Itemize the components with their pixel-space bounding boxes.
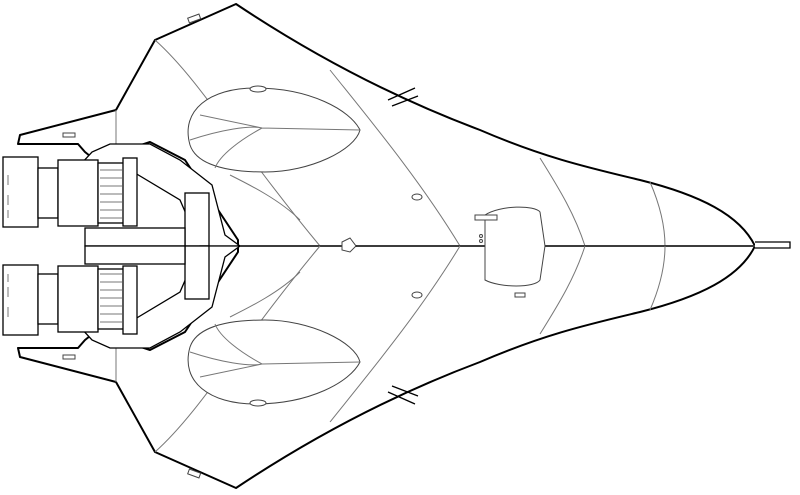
cockpit-marker xyxy=(514,292,526,298)
hull-marker xyxy=(62,132,76,138)
panel-line xyxy=(649,181,666,247)
hull-light xyxy=(479,239,483,243)
panel-line xyxy=(229,174,301,221)
hull-marker xyxy=(187,13,202,24)
turret xyxy=(341,237,357,253)
pod-vent xyxy=(249,85,267,93)
core-frame xyxy=(84,227,186,247)
cockpit-marker xyxy=(474,214,498,221)
hull-light xyxy=(479,234,483,238)
engine-frame xyxy=(122,157,138,227)
panel-line xyxy=(539,157,586,247)
radiator xyxy=(184,192,210,247)
nose-gun xyxy=(755,241,791,249)
thruster-collar xyxy=(37,167,59,219)
cockpit xyxy=(484,206,546,287)
ship-half-top xyxy=(2,3,756,247)
engine-ribs xyxy=(7,169,122,219)
gun-barrel xyxy=(387,87,419,107)
thruster-nozzle xyxy=(2,156,39,228)
engine-block xyxy=(57,159,99,227)
pod-line xyxy=(189,114,361,169)
ship-half-bottom xyxy=(2,245,756,489)
hull-vent xyxy=(411,193,423,201)
panel-line xyxy=(329,69,461,247)
